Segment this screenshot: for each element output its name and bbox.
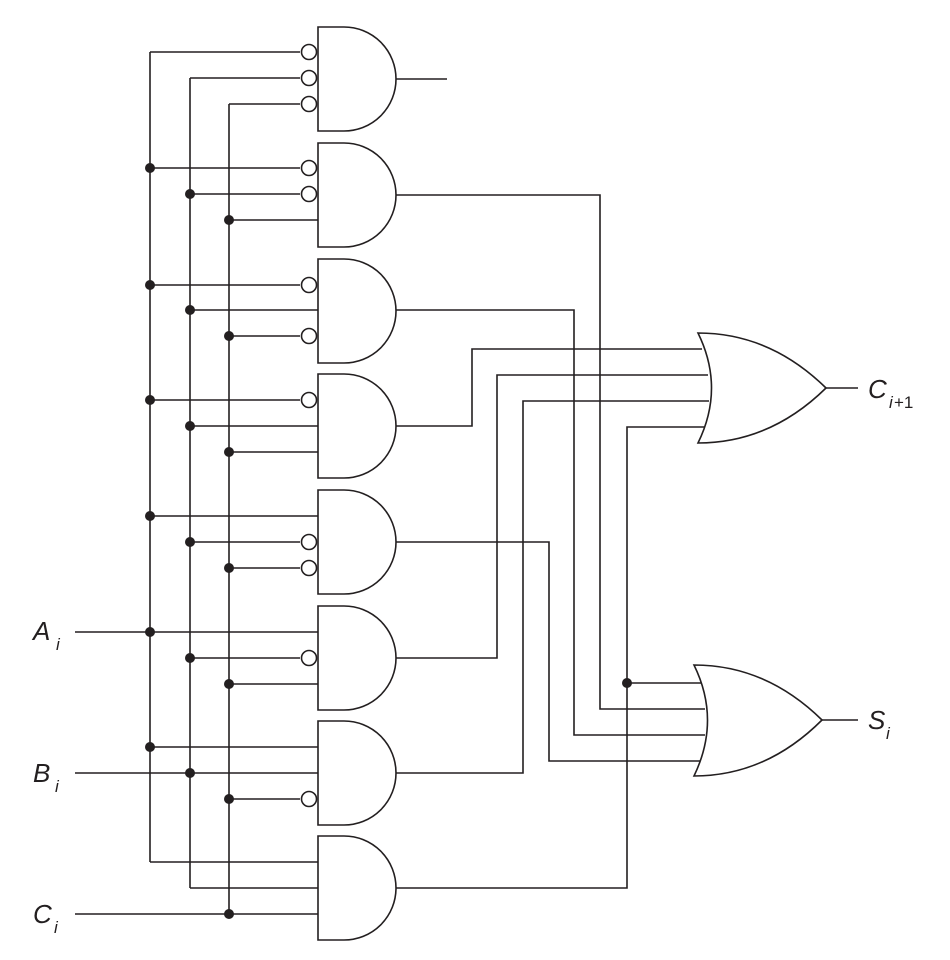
input-label-b: B i [33,758,60,796]
and-gate-8 [317,835,397,941]
and-gate-3 [317,258,397,364]
or-gate-carry [696,332,828,444]
svg-text:C: C [868,374,887,404]
svg-text:A: A [31,616,50,646]
junction-dots [145,163,632,919]
output-label-sum: S i [868,705,891,743]
and-gate-4 [317,373,397,479]
input-buses [75,51,318,915]
svg-text:i: i [56,635,61,654]
svg-text:+1: +1 [894,393,913,412]
and-gate-7 [317,720,397,826]
svg-text:i: i [889,393,894,412]
input-label-a: A i [31,616,61,654]
svg-text:i: i [55,777,60,796]
svg-text:S: S [868,705,886,735]
svg-text:i: i [886,724,891,743]
and-gate-6 [317,605,397,711]
and-gate-1 [317,26,397,132]
svg-text:C: C [33,899,52,929]
input-taps [150,167,318,800]
svg-text:B: B [33,758,50,788]
and-gates [317,26,397,941]
inverter-bubbles [300,43,318,808]
or-gate-sum [692,664,824,777]
and-gate-2 [317,142,397,248]
output-label-carry: C i +1 [868,374,913,412]
and-gate-5 [317,489,397,595]
svg-text:i: i [54,918,59,937]
input-label-c: C i [33,899,59,937]
or-gates [692,332,858,777]
and-output-wires [396,78,709,889]
